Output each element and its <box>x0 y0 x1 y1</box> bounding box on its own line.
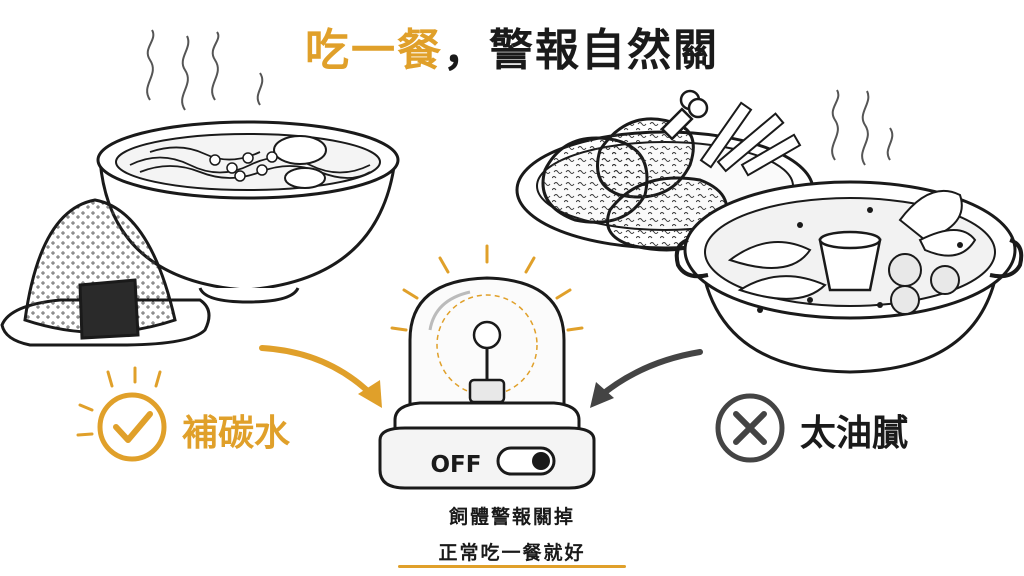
check-circle-icon <box>76 366 167 462</box>
steam-left <box>146 29 264 111</box>
arrow-left-icon <box>259 345 382 408</box>
noodle-bowl-image <box>96 120 400 304</box>
caption-line-2: 正常吃一餐就好 <box>438 542 586 564</box>
title-rest: 警報自然關 <box>489 25 719 76</box>
title-accent: 吃一餐 <box>305 25 443 76</box>
caption-underline <box>398 565 626 568</box>
x-circle-icon <box>715 393 785 463</box>
hot-pot-image <box>674 180 1024 374</box>
bad-label: 太油膩 <box>800 413 909 454</box>
alarm-switch-label: OFF <box>431 452 482 478</box>
alarm-rays <box>390 244 584 332</box>
title-separator: ， <box>443 25 489 76</box>
alarm-light-icon <box>378 244 596 490</box>
steam-right <box>831 89 894 166</box>
page-title: 吃一餐，警報自然關 <box>0 14 1024 78</box>
arrow-right-icon <box>590 349 703 408</box>
onigiri-image <box>0 198 211 347</box>
caption-line-1: 飼體警報關掉 <box>448 506 575 528</box>
good-label: 補碳水 <box>182 413 291 454</box>
